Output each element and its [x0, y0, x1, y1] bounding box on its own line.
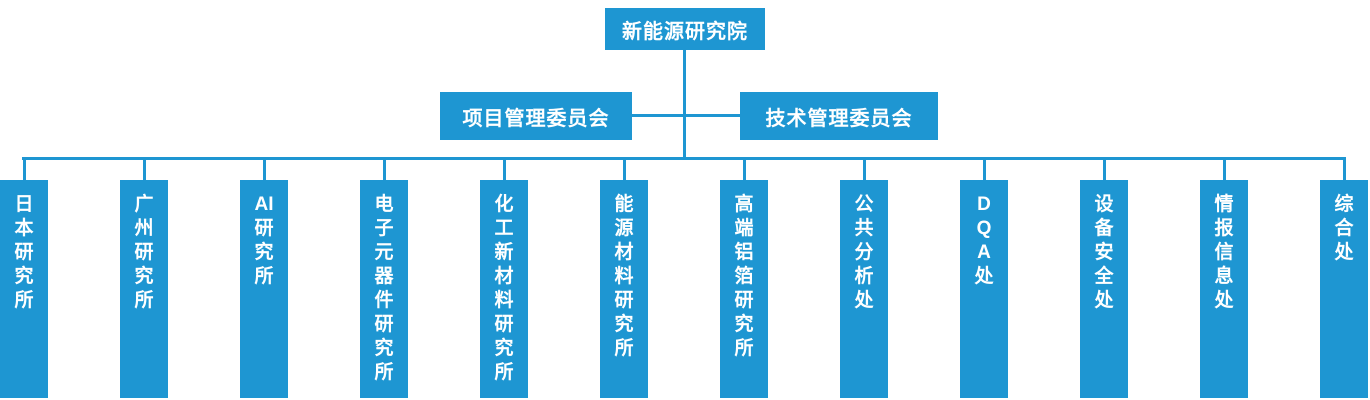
dept-label-char: 备 [1094, 218, 1114, 239]
connector-dept-drop [502, 158, 506, 180]
dept-label-char: 端 [734, 218, 754, 239]
connector-dept-drop [982, 158, 986, 180]
dept-label-char: 材 [494, 266, 514, 287]
connector-dept-drop [1222, 158, 1226, 180]
root-node-label: 新能源研究院 [622, 20, 748, 43]
dept-label-char: 究 [14, 266, 34, 287]
dept-node-7[interactable]: 高端铝箔研究所 [720, 180, 768, 398]
dept-label-char: 广 [134, 194, 154, 215]
dept-label-char: 处 [1214, 290, 1234, 311]
dept-label-char: 究 [734, 314, 754, 335]
dept-label-char: 研 [254, 218, 274, 239]
dept-node-3[interactable]: AI 研究所 [240, 180, 288, 398]
connector-dept-drop [622, 158, 626, 180]
dept-label-char: 公 [854, 194, 874, 215]
dept-label-char: 新 [494, 242, 514, 263]
dept-label-char: 情 [1214, 194, 1234, 215]
dept-label-char: 箔 [734, 266, 754, 287]
dept-label-char: A [977, 242, 991, 263]
dept-label-char: 综 [1334, 194, 1354, 215]
committee-node-technology-management[interactable]: 技术管理委员会 [740, 92, 938, 140]
connector-dept-drop [1102, 158, 1106, 180]
dept-label-char: 分 [854, 242, 874, 263]
dept-label-char: 报 [1214, 218, 1234, 239]
dept-label-char: 日 [14, 194, 34, 215]
connector-dept-drop [22, 158, 26, 180]
dept-label-char: 究 [374, 338, 394, 359]
dept-label-char: Q [976, 218, 992, 239]
dept-label-char: 元 [374, 242, 394, 263]
dept-label-char: 所 [494, 362, 514, 383]
connector-main-rail [22, 157, 1346, 160]
dept-label-char: 析 [854, 266, 874, 287]
dept-label-char: 本 [14, 218, 34, 239]
dept-label-char: 子 [374, 218, 394, 239]
dept-label-char: 信 [1214, 242, 1234, 263]
dept-label-char: 器 [374, 266, 394, 287]
dept-label-char: 工 [494, 218, 514, 239]
dept-node-12[interactable]: 综合处 [1320, 180, 1368, 398]
dept-label-char: 安 [1094, 242, 1114, 263]
dept-label-char: 研 [14, 242, 34, 263]
dept-node-2[interactable]: 广州研究所 [120, 180, 168, 398]
dept-label-char: 究 [494, 338, 514, 359]
dept-label-char: 合 [1334, 218, 1354, 239]
dept-label-char: 设 [1094, 194, 1114, 215]
dept-node-10[interactable]: 设备安全处 [1080, 180, 1128, 398]
dept-label-char: 处 [974, 266, 994, 287]
dept-label-char: 所 [614, 338, 634, 359]
committee-label: 项目管理委员会 [462, 107, 610, 130]
dept-label-char: 材 [614, 242, 634, 263]
dept-label-char: 所 [134, 290, 154, 311]
dept-label-char: 高 [734, 194, 754, 215]
dept-label-char: 研 [614, 290, 634, 311]
dept-label-char: 研 [134, 242, 154, 263]
dept-node-8[interactable]: 公共分析处 [840, 180, 888, 398]
dept-label-char: 究 [254, 242, 274, 263]
dept-label-char: 研 [374, 314, 394, 335]
dept-label-char: 处 [1334, 242, 1354, 263]
dept-label-char: 化 [494, 194, 514, 215]
dept-label-char: 料 [494, 290, 514, 311]
dept-node-6[interactable]: 能源材料研究所 [600, 180, 648, 398]
root-node[interactable]: 新能源研究院 [605, 8, 765, 50]
dept-label-char: 研 [734, 290, 754, 311]
dept-node-5[interactable]: 化工新材料研究所 [480, 180, 528, 398]
dept-label-char: 处 [854, 290, 874, 311]
dept-label-char: 料 [614, 266, 634, 287]
dept-label-char: 全 [1094, 266, 1114, 287]
dept-label-char: 所 [734, 338, 754, 359]
dept-label-char: 所 [14, 290, 34, 311]
dept-label-char: 能 [614, 194, 634, 215]
dept-label-char: 源 [614, 218, 634, 239]
dept-label-char: 电 [374, 194, 394, 215]
dept-label-char: AI [254, 194, 274, 215]
dept-label-char: 研 [494, 314, 514, 335]
dept-label-char: 息 [1214, 266, 1234, 287]
dept-label-char: 处 [1094, 290, 1114, 311]
connector-dept-drop [382, 158, 386, 180]
dept-node-1[interactable]: 日本研究所 [0, 180, 48, 398]
dept-label-char: D [977, 194, 991, 215]
connector-committee-bridge [631, 114, 740, 117]
dept-label-char: 件 [374, 290, 394, 311]
dept-node-4[interactable]: 电子元器件研究所 [360, 180, 408, 398]
connector-root-trunk [683, 50, 686, 160]
dept-label-char: 共 [854, 218, 874, 239]
dept-label-char: 究 [614, 314, 634, 335]
committee-node-project-management[interactable]: 项目管理委员会 [440, 92, 632, 140]
dept-label-char: 究 [134, 266, 154, 287]
connector-dept-drop [142, 158, 146, 180]
connector-dept-drop [742, 158, 746, 180]
dept-label-char: 州 [134, 218, 154, 239]
dept-node-11[interactable]: 情报信息处 [1200, 180, 1248, 398]
dept-label-char: 铝 [734, 242, 754, 263]
connector-dept-drop [862, 158, 866, 180]
dept-label-char: 所 [374, 362, 394, 383]
connector-dept-drop [1342, 158, 1346, 180]
connector-dept-drop [262, 158, 266, 180]
dept-label-char: 所 [254, 266, 274, 287]
committee-label: 技术管理委员会 [765, 107, 913, 130]
